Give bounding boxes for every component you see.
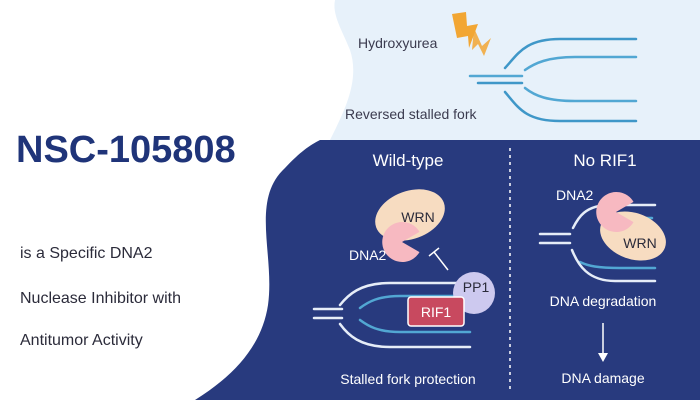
subtitle-line-1: is a Specific DNA2: [20, 245, 153, 262]
wild-type-outcome: Stalled fork protection: [340, 371, 475, 387]
no-rif1-outcome-degradation: DNA degradation: [550, 293, 657, 309]
page-title: NSC-105808: [16, 129, 236, 171]
no-rif1-outcome-damage: DNA damage: [561, 370, 644, 386]
rif1-label: RIF1: [421, 304, 452, 320]
reversed-fork-label: Reversed stalled fork: [345, 106, 478, 122]
down-arrow-icon: [598, 323, 608, 362]
pp1-label: PP1: [463, 279, 490, 295]
subtitle-line-3: Antitumor Activity: [20, 332, 143, 349]
inhibition-arrow: [428, 247, 449, 271]
lightning-bolt-icon: [452, 12, 491, 56]
wild-type-heading: Wild-type: [373, 151, 444, 170]
reversed-fork-strands: [468, 37, 638, 123]
no-rif1-heading: No RIF1: [573, 151, 636, 170]
dna2-protein-no-rif1: [596, 192, 634, 232]
rif1-protein: [407, 296, 465, 327]
wrn-label-wildtype: WRN: [401, 209, 434, 225]
subtitle-line-2: Nuclease Inhibitor with: [20, 290, 181, 307]
wrn-label-no-rif1: WRN: [623, 235, 656, 251]
dna2-label-wildtype: DNA2: [349, 247, 387, 263]
dna2-protein-wildtype: [382, 221, 420, 263]
hydroxyurea-label: Hydroxyurea: [358, 35, 438, 51]
top-panel-background: [330, 0, 700, 140]
dna2-label-no-rif1: DNA2: [556, 187, 594, 203]
wild-type-fork-strands: [312, 281, 472, 349]
